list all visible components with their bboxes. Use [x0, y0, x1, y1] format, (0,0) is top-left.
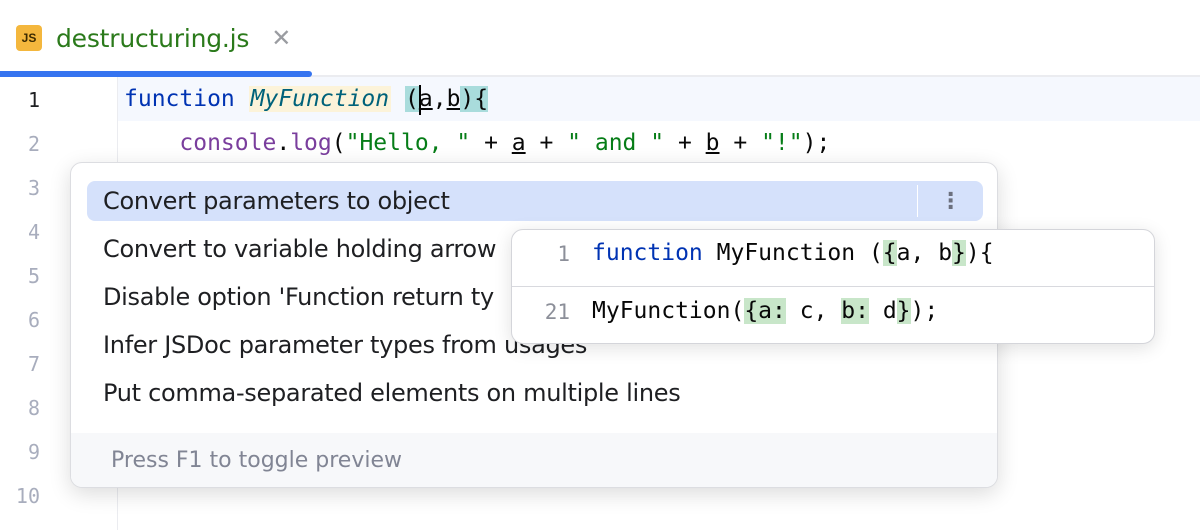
- open-paren: (: [404, 86, 419, 112]
- line-number: 1: [27, 88, 40, 112]
- string-literal: "!": [761, 130, 803, 156]
- line-number: 8: [27, 396, 40, 420]
- file-tab[interactable]: JS destructuring.js ✕: [16, 20, 291, 56]
- line-number: 9: [27, 440, 40, 464]
- param-a: a: [418, 86, 433, 112]
- open-paren: (: [331, 130, 346, 156]
- function-name: MyFunction: [248, 86, 392, 112]
- added-brace: }: [896, 298, 911, 324]
- plus-operator: +: [664, 130, 706, 156]
- menu-item-label: Infer JSDoc parameter types from usages: [103, 331, 588, 359]
- added-key-a: {a:: [744, 298, 786, 324]
- string-literal: " and ": [567, 130, 665, 156]
- dot: .: [276, 130, 291, 156]
- popup-footer-hint: Press F1 to toggle preview: [71, 433, 997, 487]
- code-line-1[interactable]: function MyFunction (a,b){: [124, 77, 489, 121]
- line-number: 6: [27, 308, 40, 332]
- menu-item-convert-parameters-to-object[interactable]: Convert parameters to object ⋮: [87, 181, 983, 221]
- keyword-function: function: [592, 240, 703, 266]
- signature-tail: ){: [965, 240, 994, 266]
- keyword-function: function: [124, 86, 235, 112]
- function-signature: MyFunction (: [702, 240, 883, 266]
- console-object: console: [179, 130, 277, 156]
- string-literal: "Hello, ": [345, 130, 471, 156]
- preview-code-line-1: function MyFunction ({a, b}){: [592, 240, 994, 266]
- menu-item-label: Convert parameters to object: [103, 187, 450, 215]
- menu-item-infer-jsdoc[interactable]: Infer JSDoc parameter types from usages: [87, 325, 983, 365]
- code-line-2[interactable]: console.log("Hello, " + a + " and " + b …: [124, 121, 830, 165]
- log-method: log: [290, 130, 332, 156]
- preview-line-number: 21: [544, 300, 570, 324]
- preview-code-line-2: MyFunction({a: c, b: d});: [592, 298, 938, 324]
- var-b: b: [705, 130, 720, 156]
- line-number: 5: [27, 264, 40, 288]
- plus-operator: +: [470, 130, 512, 156]
- added-brace: }: [952, 240, 966, 266]
- param-comma: ,: [432, 86, 447, 112]
- arg-c: c,: [785, 298, 842, 324]
- current-line-highlight: [0, 77, 1200, 121]
- call-tail: );: [910, 298, 939, 324]
- var-a: a: [511, 130, 526, 156]
- active-tab-indicator: [0, 71, 312, 77]
- tab-filename: destructuring.js: [56, 23, 250, 53]
- menu-item-disable-option[interactable]: Disable option 'Function return ty: [87, 277, 983, 317]
- intention-preview-popup: 1 function MyFunction ({a, b}){ 21 MyFun…: [511, 229, 1155, 344]
- tab-bar-divider: [0, 75, 1200, 77]
- indent: [124, 130, 179, 156]
- arg-d: d: [868, 298, 897, 324]
- menu-item-convert-to-arrow-function[interactable]: Convert to variable holding arrow: [87, 229, 983, 269]
- added-brace: {: [882, 240, 897, 266]
- added-key-b: b:: [841, 298, 869, 324]
- menu-item-label: Put comma-separated elements on multiple…: [103, 379, 681, 407]
- javascript-file-icon: JS: [16, 25, 42, 51]
- menu-item-label: Disable option 'Function return ty: [103, 283, 494, 311]
- plus-operator: +: [525, 130, 568, 156]
- param-b: b: [446, 86, 461, 112]
- plus-operator: +: [719, 130, 762, 156]
- call-name: MyFunction(: [592, 298, 745, 324]
- line-number: 3: [27, 176, 40, 200]
- close-icon[interactable]: ✕: [271, 24, 292, 52]
- menu-item-label: Convert to variable holding arrow: [103, 235, 497, 263]
- close-paren-semicolon: );: [802, 130, 831, 156]
- params: a, b: [896, 240, 953, 266]
- line-number: 10: [15, 484, 40, 508]
- more-options-icon[interactable]: ⋮: [917, 185, 983, 217]
- preview-separator: [512, 286, 1154, 287]
- preview-line-number: 1: [557, 242, 570, 266]
- text-caret: [418, 84, 421, 115]
- line-number: 7: [27, 352, 40, 376]
- menu-item-put-on-multiple-lines[interactable]: Put comma-separated elements on multiple…: [87, 373, 983, 413]
- line-number: 4: [27, 220, 40, 244]
- close-paren-brace: ){: [460, 86, 489, 112]
- editor-tab-bar: JS destructuring.js ✕: [0, 0, 1200, 77]
- line-number: 2: [27, 132, 40, 156]
